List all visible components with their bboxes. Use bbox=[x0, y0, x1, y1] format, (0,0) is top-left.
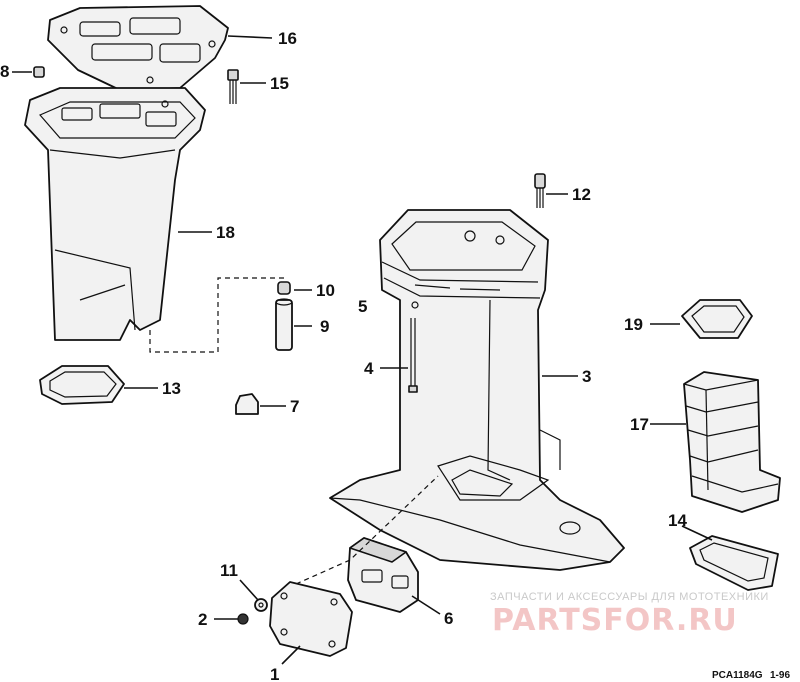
callout-19: 19 bbox=[624, 315, 643, 334]
sleeve-9 bbox=[275, 298, 293, 351]
watermark: ЗАПЧАСТИ И АКСЕССУАРЫ ДЛЯ МОТОТЕХНИКИ PA… bbox=[490, 591, 769, 638]
screw-2 bbox=[237, 613, 249, 625]
callout-15: 15 bbox=[270, 74, 289, 93]
leader-lines bbox=[12, 35, 713, 665]
washer-11 bbox=[254, 598, 268, 612]
callout-12: 12 bbox=[572, 185, 591, 204]
callout-13: 13 bbox=[162, 379, 181, 398]
watermark-logo: PARTSFOR.RU bbox=[492, 603, 738, 638]
callout-3: 3 bbox=[582, 367, 591, 386]
assembly-path-18-9 bbox=[149, 277, 284, 353]
block-6 bbox=[347, 537, 419, 613]
callout-1: 1 bbox=[270, 665, 279, 682]
callout-4: 4 bbox=[364, 359, 374, 378]
bolt-12 bbox=[534, 173, 546, 208]
callout-9: 9 bbox=[320, 317, 329, 336]
gasket-13 bbox=[39, 365, 125, 405]
gasket-14 bbox=[689, 535, 779, 591]
callout-5: 5 bbox=[358, 297, 367, 316]
callout-14: 14 bbox=[668, 511, 687, 530]
cap-10 bbox=[277, 281, 291, 295]
callout-8: 8 bbox=[0, 62, 9, 81]
bolt-15 bbox=[227, 69, 239, 104]
figure-code: PCA1184G bbox=[712, 670, 763, 681]
callout-6: 6 bbox=[444, 609, 453, 628]
footer: PCA1184G 1-96 bbox=[712, 670, 790, 681]
callout-10: 10 bbox=[316, 281, 335, 300]
callout-2: 2 bbox=[198, 610, 207, 629]
callout-labels: 16 8 15 18 10 9 13 7 12 5 4 3 19 17 14 6… bbox=[0, 29, 687, 682]
callout-18: 18 bbox=[216, 223, 235, 242]
exhaust-tube-17 bbox=[683, 371, 781, 513]
pin-8 bbox=[33, 66, 45, 78]
driveshaft-housing-3 bbox=[329, 209, 625, 571]
grommet-7 bbox=[235, 393, 259, 415]
callout-11: 11 bbox=[220, 561, 238, 580]
stud-4 bbox=[408, 318, 418, 393]
upper-housing-18 bbox=[24, 87, 206, 341]
watermark-tagline: ЗАПЧАСТИ И АКСЕССУАРЫ ДЛЯ МОТОТЕХНИКИ bbox=[490, 591, 769, 603]
gasket-16 bbox=[47, 5, 229, 91]
assembly-path-1-3 bbox=[295, 475, 439, 585]
gasket-19 bbox=[681, 299, 753, 339]
callout-16: 16 bbox=[278, 29, 297, 48]
cover-plate-1 bbox=[269, 581, 353, 657]
callout-17: 17 bbox=[630, 415, 649, 434]
callout-7: 7 bbox=[290, 397, 299, 416]
revision-code: 1-96 bbox=[770, 670, 790, 681]
